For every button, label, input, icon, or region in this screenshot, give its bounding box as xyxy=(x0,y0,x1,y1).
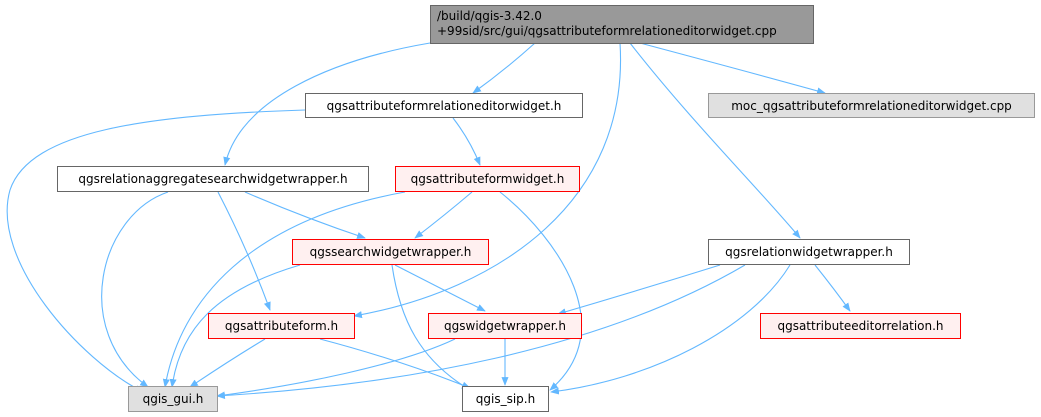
edge-formrelh-gui xyxy=(6,109,306,393)
edge-attrform-sip xyxy=(319,338,471,389)
edge-attrform-gui xyxy=(189,338,266,388)
node-label: qgswidgetwrapper.h xyxy=(444,319,566,333)
node-label: qgis_gui.h xyxy=(142,392,204,406)
edge-relwidget-editorrel xyxy=(814,264,851,312)
edge-searchwrap-widgetwrap xyxy=(394,264,486,312)
node-label: qgsattributeeditorrelation.h xyxy=(777,319,944,333)
node-moc-cpp[interactable]: moc_qgsattributeformrelationeditorwidget… xyxy=(708,93,1035,118)
root-node-line-2: +99sid/src/gui/qgsattributeformrelatione… xyxy=(437,24,777,38)
node-attributeformwidget-h[interactable]: qgsattributeformwidget.h xyxy=(395,166,580,192)
edge-aggregate-gui xyxy=(101,191,169,388)
node-label: qgssearchwidgetwrapper.h xyxy=(309,245,472,259)
edge-root-relwidget xyxy=(629,42,801,239)
edge-formwidget-searchwrap xyxy=(414,191,473,239)
node-label: qgsattributeformwidget.h xyxy=(410,172,565,186)
edge-widgetwrap-gui xyxy=(216,338,456,399)
node-label: qgsrelationwidgetwrapper.h xyxy=(725,245,893,259)
edge-root-aggregate xyxy=(223,42,431,166)
node-relationaggregatesearchwidgetwrapper-h[interactable]: qgsrelationaggregatesearchwidgetwrapper.… xyxy=(57,166,369,192)
edge-aggregate-searchwrap xyxy=(244,191,366,239)
edge-relwidget-sip xyxy=(550,264,791,395)
node-label: qgis_sip.h xyxy=(475,392,536,406)
node-formrelationeditorwidget-h[interactable]: qgsattributeformrelationeditorwidget.h xyxy=(305,93,583,118)
node-label: qgsrelationaggregatesearchwidgetwrapper.… xyxy=(78,172,348,186)
edge-aggregate-attrform xyxy=(217,191,271,311)
node-widgetwrapper-h[interactable]: qgswidgetwrapper.h xyxy=(428,313,582,339)
edge-searchwrap-sip xyxy=(391,264,471,391)
node-label: moc_qgsattributeformrelationeditorwidget… xyxy=(731,98,1012,113)
edge-relwidget-widgetwrap xyxy=(557,264,721,316)
node-attributeform-h[interactable]: qgsattributeform.h xyxy=(208,313,355,339)
edge-formwidget-gui xyxy=(162,191,406,388)
edge-root-attrform xyxy=(353,42,622,319)
node-qgis-sip-h[interactable]: qgis_sip.h xyxy=(462,386,549,412)
node-searchwidgetwrapper-h[interactable]: qgssearchwidgetwrapper.h xyxy=(292,239,489,265)
node-label: qgsattributeform.h xyxy=(224,319,339,333)
edge-searchwrap-gui xyxy=(169,264,301,388)
node-attributeeditorrelation-h[interactable]: qgsattributeeditorrelation.h xyxy=(760,313,961,339)
edge-root-formrelh xyxy=(472,42,536,94)
node-label: qgsattributeformrelationeditorwidget.h xyxy=(326,98,562,113)
edge-root-moc xyxy=(639,42,826,95)
node-qgis-gui-h[interactable]: qgis_gui.h xyxy=(128,386,218,412)
root-node-line-1: /build/qgis-3.42.0 xyxy=(437,9,542,23)
node-relationwidgetwrapper-h[interactable]: qgsrelationwidgetwrapper.h xyxy=(708,239,910,265)
edge-relwidget-gui xyxy=(216,264,746,400)
root-node-cpp-file: /build/qgis-3.42.0 +99sid/src/gui/qgsatt… xyxy=(430,5,814,44)
edge-formwidget-sip xyxy=(499,191,582,391)
edge-formrelh-formwidget xyxy=(452,117,481,166)
